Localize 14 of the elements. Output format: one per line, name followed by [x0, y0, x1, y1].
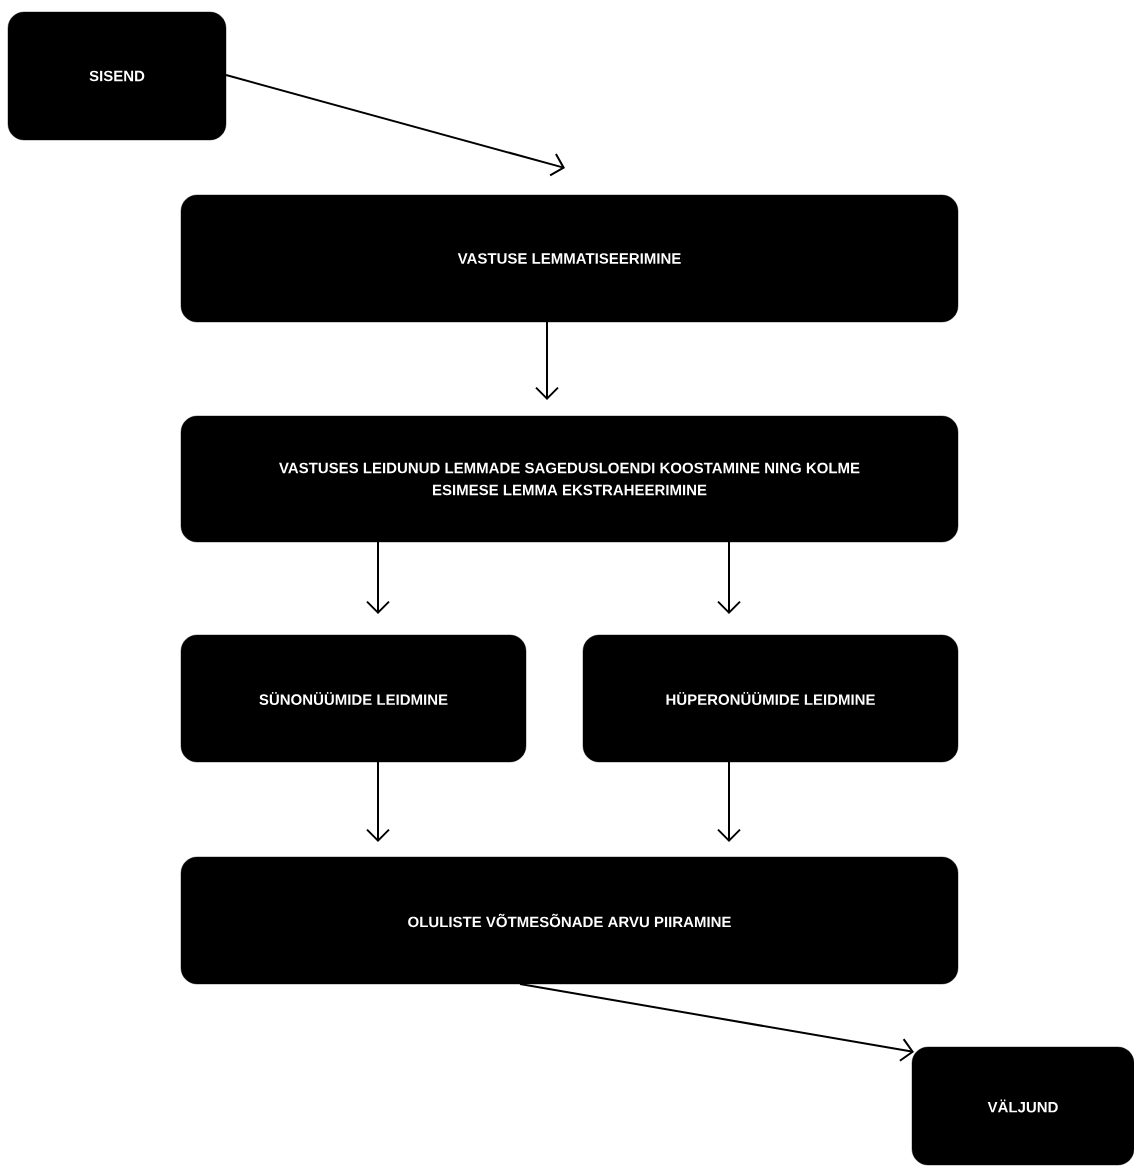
arrow	[519, 983, 914, 1062]
process-box: VASTUSES LEIDUNUD LEMMADE SAGEDUSLOENDI KOOSTAMINE NING KOLME ESIMESE LEMMA EKSTRAHEERIMINE	[180, 415, 959, 543]
arrow	[535, 321, 559, 400]
process-box: VASTUSE LEMMATISEERIMINE	[180, 194, 959, 323]
arrow	[366, 761, 390, 842]
arrow	[717, 541, 741, 614]
process-box: OLULISTE VÕTMESÕNADE ARVU PIIRAMINE	[180, 856, 959, 985]
process-box: SÜNONÜÜMIDE LEIDMINE	[180, 634, 527, 763]
process-box: HÜPERONÜÜMIDE LEIDMINE	[582, 634, 959, 763]
arrow	[366, 541, 390, 614]
process-box: VÄLJUND	[911, 1046, 1134, 1166]
arrow	[717, 761, 741, 842]
process-box: SISEND	[7, 11, 227, 141]
arrow	[225, 74, 565, 177]
